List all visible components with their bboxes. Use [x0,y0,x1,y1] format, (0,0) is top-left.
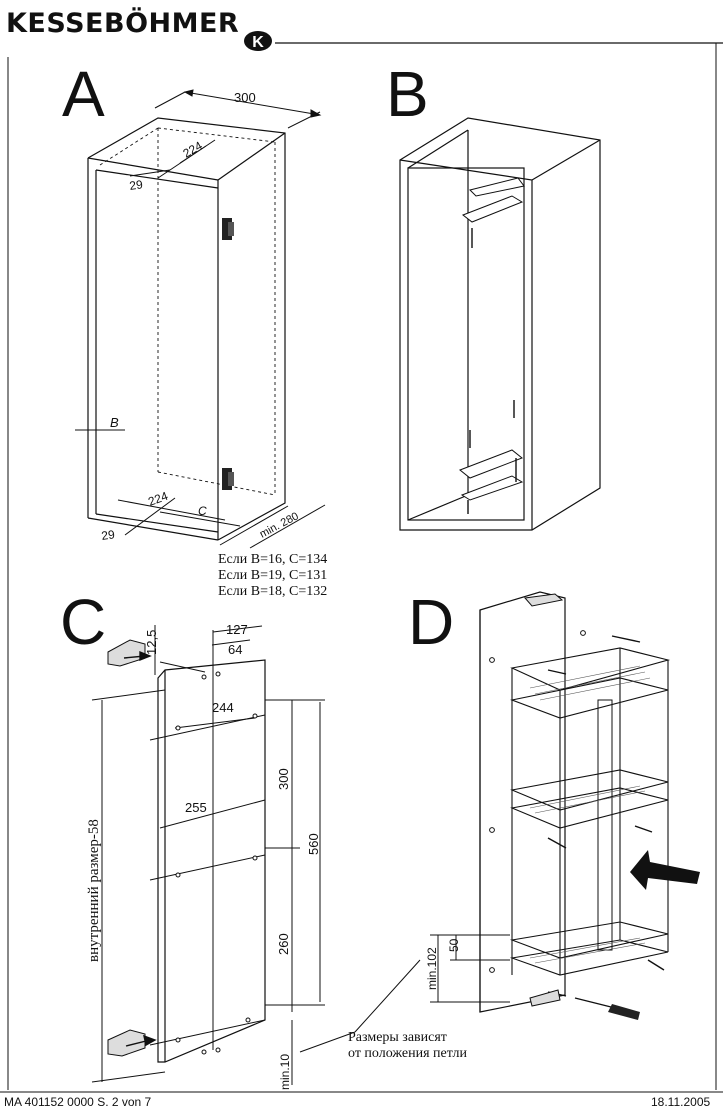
dim-127: 127 [226,622,248,637]
brand-badge-icon: K [244,31,272,51]
dim-29-bottom: 29 [100,527,115,543]
c-values-note: Если B=16, C=134 Если B=19, C=131 Если B… [218,552,327,600]
dim-560: 560 [306,833,321,855]
c-value-line-3: Если B=18, C=132 [218,584,328,599]
dim-min-10: min.10 [278,1054,292,1090]
dim-224-bottom: 224 [146,489,170,509]
hinge-note-line-2: от положения петли [348,1046,467,1061]
document-date: 18.11.2005 [651,1095,711,1109]
dim-260: 260 [276,933,291,955]
panel-b-letter: B [386,58,429,130]
dim-244: 244 [212,700,234,715]
document-reference: MA 401152 0000 S. 2 von 7 [4,1095,152,1109]
panel-d-letter: D [408,586,455,658]
dim-b: B [110,415,119,430]
dim-c: C [198,504,207,518]
brand-logo: KESSEBÖHMER [6,8,240,39]
dim-255: 255 [185,800,207,815]
dim-50: 50 [447,938,461,952]
panel-c-letter: C [60,586,107,658]
c-value-line-1: Если B=16, C=134 [218,552,328,567]
dim-300: 300 [276,768,291,790]
dim-300: 300 [234,90,256,105]
panel-a-letter: A [62,58,105,130]
c-value-line-2: Если B=19, C=131 [218,568,328,583]
brand-badge-letter: K [252,34,264,51]
dim-29-top: 29 [128,177,143,193]
dim-min-102: min.102 [425,947,439,990]
dim-64: 64 [228,642,242,657]
hinge-note: Размеры зависят от положения петли [348,1030,467,1062]
dim-12-5: 12,5 [144,630,159,655]
dim-inner-size: внутренний размер-58 [86,819,102,962]
hinge-note-line-1: Размеры зависят [348,1030,447,1045]
